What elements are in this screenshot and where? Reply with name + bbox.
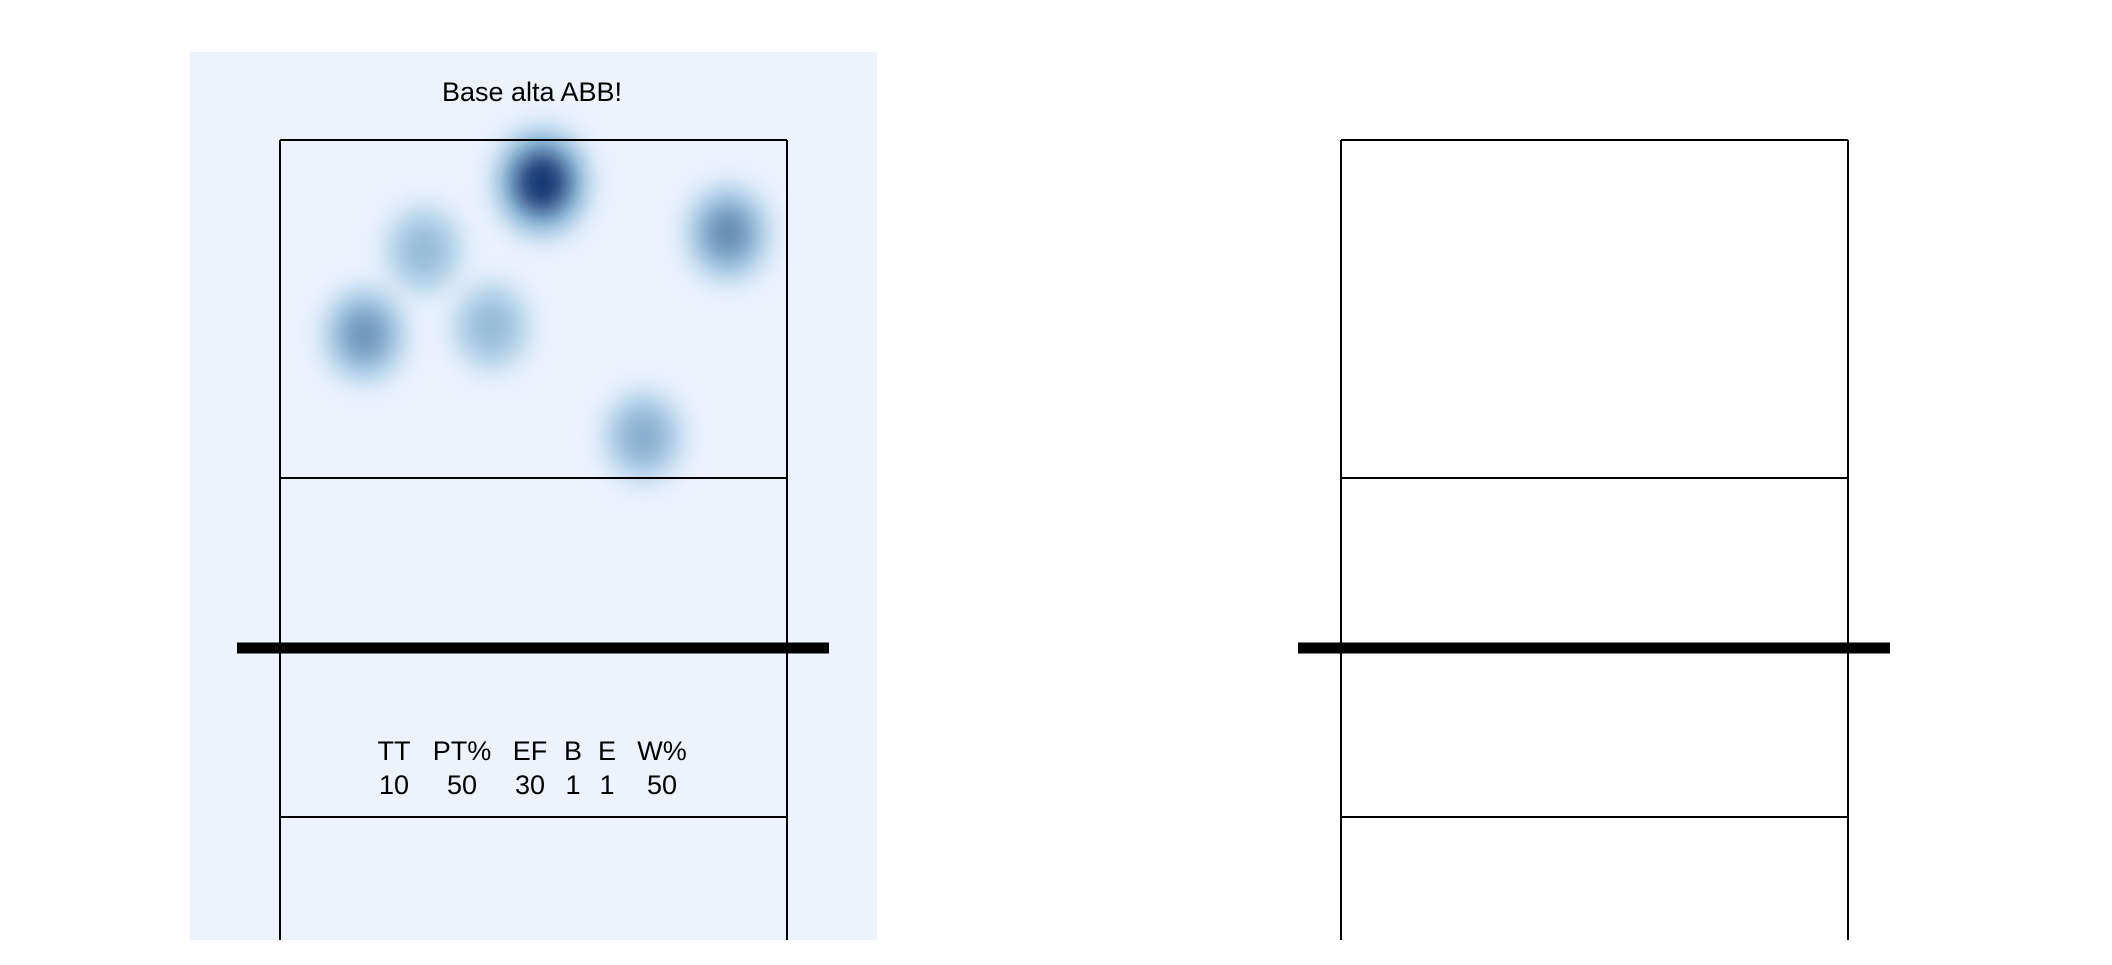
stats-header-b: B <box>564 736 582 766</box>
panel-background <box>1250 52 1937 940</box>
heat-spot-core-5 <box>619 408 668 465</box>
court-lines <box>237 139 829 940</box>
heat-spot-core-3 <box>339 305 390 364</box>
heatmap-layer <box>320 124 773 485</box>
stats-header-pt-pct: PT% <box>433 736 492 766</box>
stats-value-tt: 10 <box>379 770 409 800</box>
chart-title: Base alta ABB! <box>442 77 622 107</box>
stats-value-e: 1 <box>599 770 614 800</box>
heat-spot-core-0 <box>513 150 570 215</box>
stats-value-w-pct: 50 <box>647 770 677 800</box>
court-panel-right <box>1250 52 1937 940</box>
stats-header-tt: TT <box>378 736 411 766</box>
court-lines <box>1298 139 1890 940</box>
heat-spot-core-4 <box>467 299 515 354</box>
heat-spot-core-1 <box>702 204 754 263</box>
stats-value-ef: 30 <box>515 770 545 800</box>
stats-header-ef: EF <box>513 736 548 766</box>
heat-spot-core-2 <box>400 223 448 278</box>
stats-value-b: 1 <box>565 770 580 800</box>
stats-header-w-pct: W% <box>637 736 687 766</box>
stats-value-pt-pct: 50 <box>447 770 477 800</box>
stats-header-e: E <box>598 736 616 766</box>
